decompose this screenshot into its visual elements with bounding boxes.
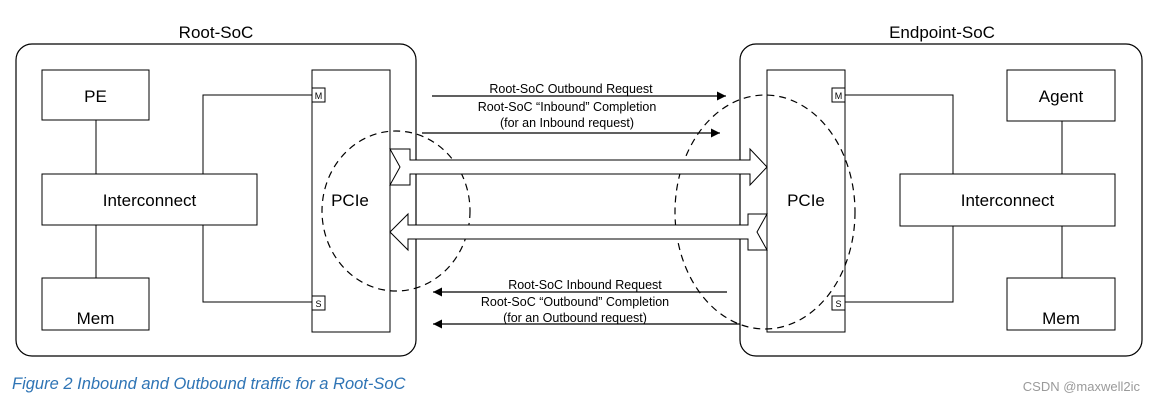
outbound-completion-label-line1: Root-SoC “Outbound” Completion: [481, 295, 669, 309]
root-soc-group: Root-SoC PE Interconnect Mem PCIe M S: [15, 23, 417, 357]
link-arrow-endpoint-to-root: [389, 212, 768, 252]
root-pcie-block: [311, 69, 391, 333]
outbound-request-label: Root-SoC Outbound Request: [489, 82, 653, 96]
endpoint-soc-boundary: [739, 43, 1143, 357]
root-pcie-label: PCIe: [331, 191, 369, 210]
ep-agent-label: Agent: [1039, 87, 1084, 106]
root-soc-boundary: [15, 43, 417, 357]
figure-caption: Figure 2 Inbound and Outbound traffic fo…: [12, 375, 406, 393]
ep-agent-block: [1006, 69, 1116, 122]
ep-mem-label: Mem: [1042, 309, 1080, 328]
root-pe-block: [41, 69, 150, 121]
endpoint-traffic-ellipse: [674, 94, 856, 330]
root-traffic-ellipse: [321, 130, 471, 292]
root-mem-block: [41, 277, 150, 331]
watermark: CSDN @maxwell2ic: [1023, 379, 1141, 394]
inbound-completion-label-line2: (for an Inbound request): [500, 116, 634, 130]
ep-master-port-label: M: [835, 91, 843, 101]
ep-pcie-label: PCIe: [787, 191, 825, 210]
endpoint-soc-title: Endpoint-SoC: [889, 23, 995, 42]
root-mem-label: Mem: [77, 309, 115, 328]
root-soc-title: Root-SoC: [179, 23, 254, 42]
root-slave-port: [311, 295, 326, 311]
ep-slave-port: [831, 295, 846, 311]
inbound-completion-label-line1: Root-SoC “Inbound” Completion: [478, 100, 657, 114]
ep-mem-block: [1006, 277, 1116, 331]
root-interconnect-block: [41, 173, 258, 226]
ep-interconnect-block: [899, 173, 1116, 227]
root-slave-port-label: S: [315, 299, 321, 309]
endpoint-soc-group: Endpoint-SoC Agent Interconnect Mem PCIe…: [739, 23, 1143, 357]
root-master-port: [311, 87, 326, 103]
root-interconnect-label: Interconnect: [103, 191, 197, 210]
ep-pcie-block: [766, 69, 846, 333]
ep-slave-port-label: S: [835, 299, 841, 309]
outbound-completion-label-line2: (for an Outbound request): [503, 311, 647, 325]
ep-interconnect-label: Interconnect: [961, 191, 1055, 210]
root-pe-label: PE: [84, 87, 107, 106]
ep-master-port: [831, 87, 846, 103]
inbound-request-label: Root-SoC Inbound Request: [508, 278, 662, 292]
root-master-port-label: M: [315, 91, 323, 101]
link-arrow-root-to-endpoint: [389, 147, 768, 187]
